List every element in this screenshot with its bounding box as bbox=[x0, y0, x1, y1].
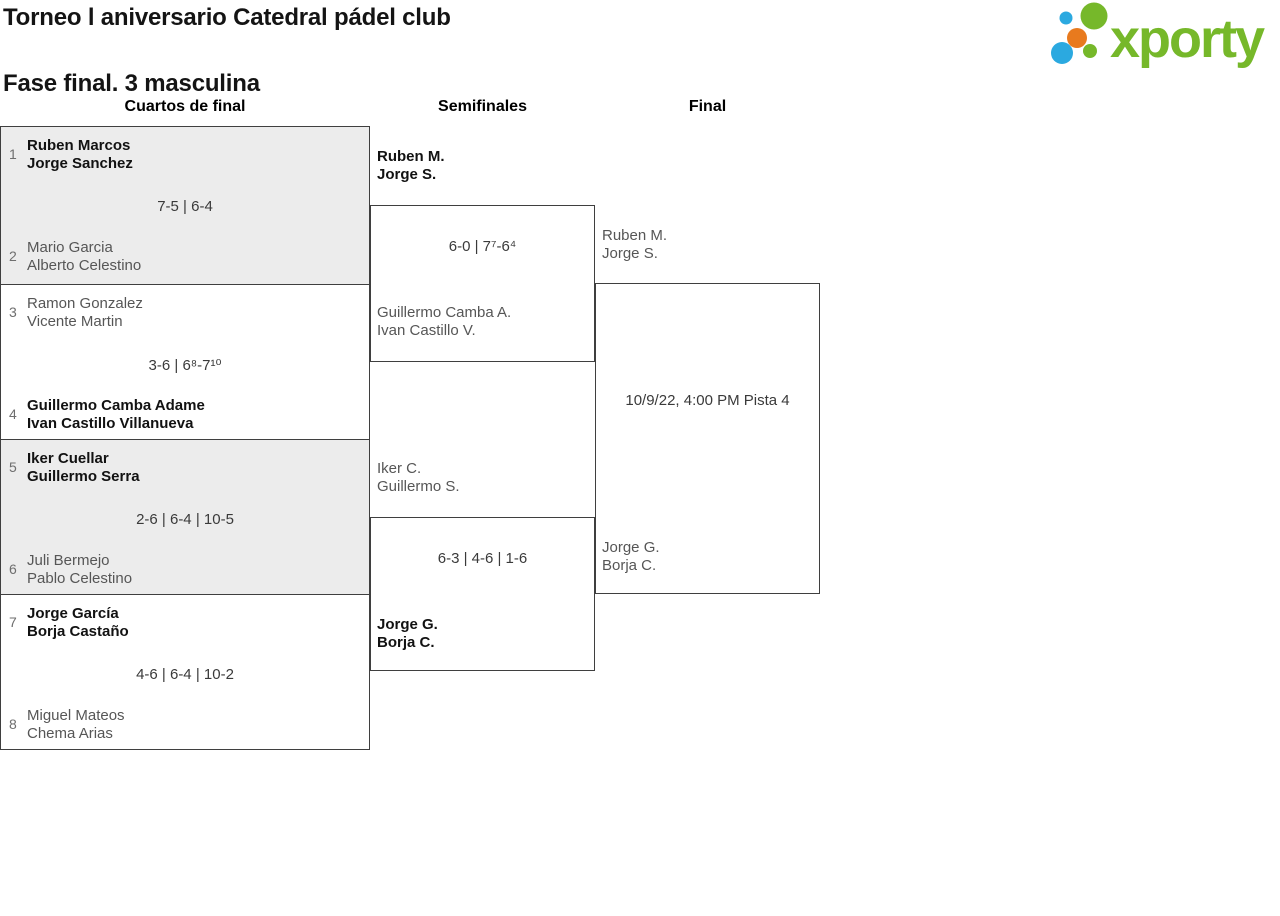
round-header-semifinals: Semifinales bbox=[438, 98, 527, 115]
team-names: Miguel Mateos Chema Arias bbox=[27, 707, 125, 742]
seed-number: 7 bbox=[9, 614, 17, 630]
match-sf2[interactable]: 6-3 | 4-6 | 1-6 bbox=[370, 517, 595, 671]
team-names[interactable]: Iker C. Guillermo S. bbox=[377, 460, 460, 495]
seed-number: 3 bbox=[9, 304, 17, 320]
team-row[interactable]: 2 Mario Garcia Alberto Celestino bbox=[9, 239, 361, 275]
team-names[interactable]: Ruben M. Jorge S. bbox=[377, 148, 445, 183]
seed-number: 4 bbox=[9, 406, 17, 422]
seed-number: 1 bbox=[9, 146, 17, 162]
xporty-logo[interactable]: xporty bbox=[1046, 0, 1278, 72]
team-row[interactable]: 7 Jorge García Borja Castaño bbox=[9, 605, 361, 641]
logo-wordmark: xporty bbox=[1110, 9, 1265, 69]
seed-number: 5 bbox=[9, 459, 17, 475]
phase-subtitle: Fase final. 3 masculina bbox=[3, 70, 260, 97]
logo-dot-green-large bbox=[1080, 2, 1108, 30]
team-names[interactable]: Guillermo Camba A. Ivan Castillo V. bbox=[377, 304, 512, 339]
team-names: Ruben Marcos Jorge Sanchez bbox=[27, 137, 133, 172]
match-qf3[interactable]: 5 Iker Cuellar Guillermo Serra 2-6 | 6-4… bbox=[0, 439, 370, 594]
team-row[interactable]: 4 Guillermo Camba Adame Ivan Castillo Vi… bbox=[9, 397, 361, 433]
page-title: Torneo l aniversario Catedral pádel club… bbox=[3, 1, 451, 100]
match-score: 7-5 | 6-4 bbox=[157, 198, 213, 215]
team-names: Guillermo Camba Adame Ivan Castillo Vill… bbox=[27, 397, 205, 432]
team-names[interactable]: Jorge G. Borja C. bbox=[377, 616, 438, 651]
match-sf1[interactable]: 6-0 | 7⁷-6⁴ bbox=[370, 205, 595, 362]
match-qf2[interactable]: 3 Ramon Gonzalez Vicente Martin 3-6 | 6⁸… bbox=[0, 284, 370, 439]
team-names: Ramon Gonzalez Vicente Martin bbox=[27, 295, 143, 330]
match-qf1[interactable]: 1 Ruben Marcos Jorge Sanchez 7-5 | 6-4 2… bbox=[0, 126, 370, 284]
logo-dot-green-small bbox=[1083, 44, 1097, 58]
team-row[interactable]: 1 Ruben Marcos Jorge Sanchez bbox=[9, 137, 361, 173]
logo-dot-blue-large bbox=[1051, 42, 1073, 64]
team-row[interactable]: 3 Ramon Gonzalez Vicente Martin bbox=[9, 295, 361, 331]
tournament-title: Torneo l aniversario Catedral pádel club bbox=[3, 4, 451, 31]
team-names: Iker Cuellar Guillermo Serra bbox=[27, 450, 140, 485]
team-row[interactable]: 6 Juli Bermejo Pablo Celestino bbox=[9, 552, 361, 588]
team-names[interactable]: Jorge G. Borja C. bbox=[602, 539, 660, 574]
round-header-quarterfinals: Cuartos de final bbox=[124, 98, 246, 115]
round-header-final: Final bbox=[688, 98, 727, 115]
seed-number: 8 bbox=[9, 716, 17, 732]
seed-number: 2 bbox=[9, 248, 17, 264]
match-score: 6-0 | 7⁷-6⁴ bbox=[448, 238, 517, 255]
match-schedule: 10/9/22, 4:00 PM Pista 4 bbox=[625, 392, 790, 409]
match-score: 6-3 | 4-6 | 1-6 bbox=[437, 550, 528, 567]
team-names[interactable]: Ruben M. Jorge S. bbox=[602, 227, 668, 262]
match-final[interactable]: 10/9/22, 4:00 PM Pista 4 bbox=[595, 283, 820, 594]
team-row[interactable]: 8 Miguel Mateos Chema Arias bbox=[9, 707, 361, 743]
logo-dot-blue-small bbox=[1059, 11, 1073, 25]
team-names: Mario Garcia Alberto Celestino bbox=[27, 239, 142, 274]
match-score: 3-6 | 6⁸-7¹⁰ bbox=[148, 357, 222, 374]
match-score: 2-6 | 6-4 | 10-5 bbox=[136, 511, 234, 528]
team-row[interactable]: 5 Iker Cuellar Guillermo Serra bbox=[9, 450, 361, 486]
seed-number: 6 bbox=[9, 561, 17, 577]
match-score: 4-6 | 6-4 | 10-2 bbox=[136, 666, 234, 683]
team-names: Jorge García Borja Castaño bbox=[27, 605, 129, 640]
team-names: Juli Bermejo Pablo Celestino bbox=[27, 552, 133, 587]
match-qf4[interactable]: 7 Jorge García Borja Castaño 4-6 | 6-4 |… bbox=[0, 594, 370, 750]
logo-dot-orange bbox=[1067, 28, 1087, 48]
